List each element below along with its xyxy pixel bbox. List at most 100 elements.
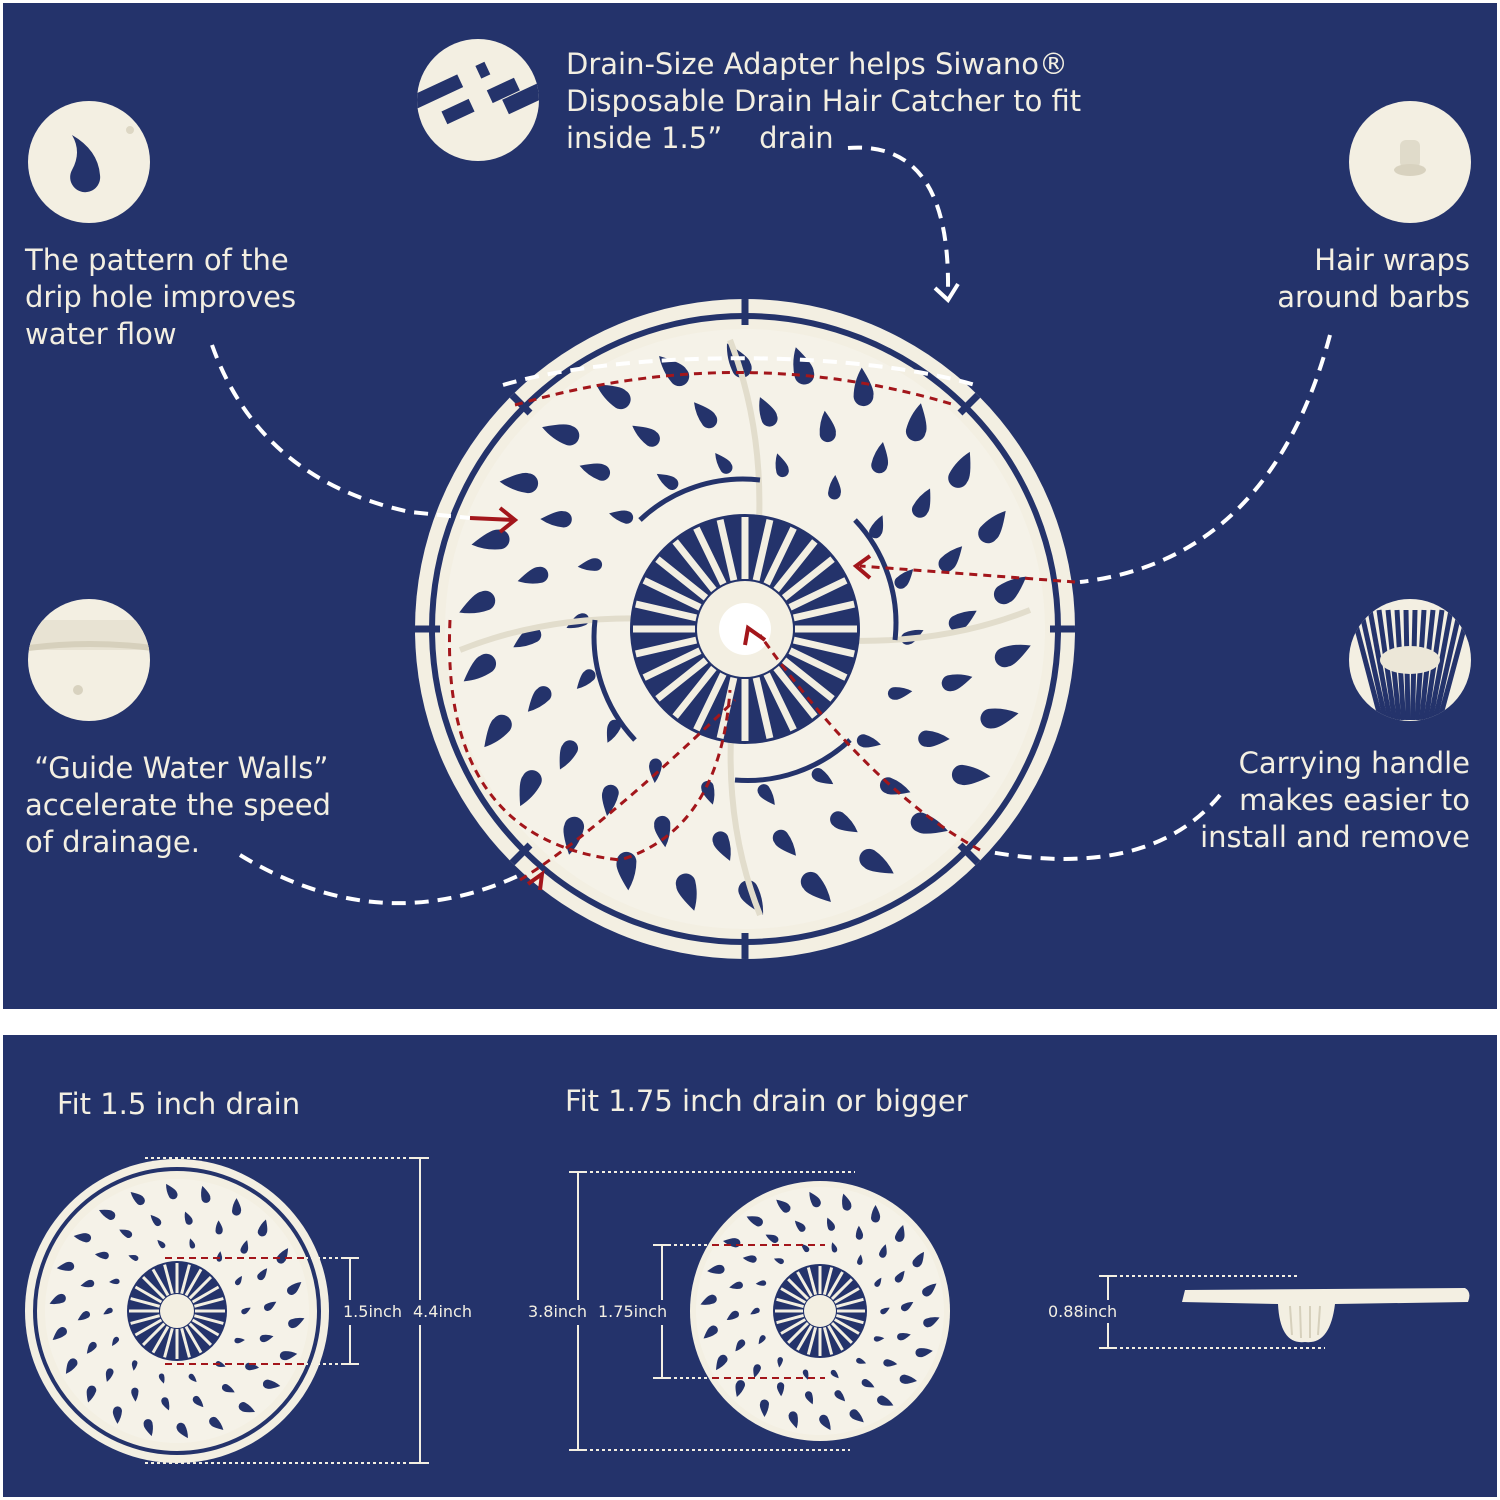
drip-hole: [811, 767, 834, 785]
drip-hole: [775, 453, 789, 478]
slot: [818, 1328, 822, 1356]
barb-icon: [1349, 101, 1471, 223]
drip-hole: [499, 472, 539, 494]
drip-hole: [918, 730, 950, 748]
drip-hole: [819, 410, 836, 443]
drip-hole: [831, 1242, 838, 1253]
profile-view: [1182, 1288, 1470, 1343]
drip-hole: [105, 1368, 114, 1382]
drip-hole: [897, 1333, 911, 1341]
drip-hole: [559, 740, 578, 770]
slot: [642, 577, 702, 611]
drip-hole: [234, 1337, 245, 1344]
drip-hole: [765, 1234, 779, 1244]
barbs-callout: Hair wraps around barbs: [1277, 242, 1470, 316]
drip-hole: [161, 1397, 170, 1411]
drip-hole: [540, 510, 572, 528]
drip-hole: [65, 1358, 78, 1374]
slot: [781, 657, 835, 702]
drip-hole: [77, 1311, 90, 1321]
drip-hole: [80, 1279, 95, 1288]
slot: [830, 1321, 853, 1344]
drip-hole: [880, 1307, 890, 1315]
slot: [830, 1278, 853, 1301]
drip-hole: [131, 1360, 138, 1371]
drip-hole: [834, 1390, 846, 1402]
drip-hole: [576, 669, 596, 689]
drip-hole: [221, 1383, 235, 1393]
slot: [795, 625, 857, 633]
drip-hole: [735, 1380, 746, 1398]
slot: [818, 1266, 822, 1294]
drip-hole: [830, 811, 858, 833]
drip-hole: [130, 1192, 145, 1206]
drip-hole: [166, 1183, 178, 1200]
drip-hole: [776, 1382, 785, 1397]
adapter-connector: [847, 145, 951, 291]
drip-hole: [735, 1339, 746, 1352]
adapter-callout-line1: Drain-Size Adapter helps Siwano®: [566, 47, 1069, 81]
drip-hole: [215, 1361, 226, 1367]
slot: [781, 556, 835, 601]
slot: [776, 1297, 804, 1309]
slot: [836, 1297, 864, 1309]
drip-hole: [856, 734, 881, 748]
barbs-connector: [1079, 334, 1332, 584]
drip-hole: [215, 1220, 223, 1235]
drip-hole: [980, 708, 1019, 729]
drip-hole: [632, 425, 660, 447]
drip-hole: [948, 610, 977, 632]
drip-hole: [245, 1362, 260, 1371]
drip-hole: [262, 1379, 281, 1389]
drip-hole: [870, 1205, 881, 1223]
drip-hole: [192, 1395, 204, 1408]
drip-hole: [188, 1373, 197, 1383]
slot: [184, 1268, 203, 1297]
small-inner-dimension: 1.5inch: [343, 1302, 402, 1321]
slot: [693, 526, 727, 586]
drip-hole: [859, 848, 894, 874]
slot: [655, 556, 709, 601]
drip-hole: [176, 1422, 188, 1439]
drip-hole: [257, 1219, 268, 1237]
red-flow-paths: [447, 371, 1076, 882]
drip-hole: [901, 1302, 914, 1312]
basket-slot: [1367, 609, 1393, 721]
drip-hole: [238, 1402, 255, 1413]
drip-hole-callout: The pattern of the drip hole improves wa…: [25, 242, 296, 353]
slot: [180, 1264, 191, 1295]
slot: [763, 672, 797, 732]
slot: [837, 1309, 865, 1313]
white-connectors: [210, 145, 1332, 906]
drip-hole: [527, 686, 552, 712]
drip-hole: [707, 1264, 725, 1274]
drip-hole: [49, 1293, 66, 1305]
slot: [787, 1278, 810, 1301]
slot: [191, 1285, 220, 1304]
drip-hole: [857, 1254, 863, 1265]
slot: [163, 1264, 174, 1295]
drip-hole: [276, 1248, 289, 1264]
drip-hole: [609, 510, 634, 524]
drip-hole: [951, 764, 991, 786]
drip-hole: [471, 529, 510, 550]
large-size-title: Fit 1.75 inch drain or bigger: [565, 1084, 968, 1118]
slot: [836, 1313, 864, 1325]
adapter-callout-line2: Disposable Drain Hair Catcher to fit: [566, 84, 1082, 118]
drip-hole: [201, 1185, 211, 1203]
slot: [792, 600, 855, 622]
drip-hole: [855, 1225, 864, 1240]
drip-hole: [209, 1416, 224, 1430]
adapter-callout-line3: inside 1.5” drain: [566, 121, 834, 155]
drip-hole: [873, 1336, 885, 1342]
drip-hole: [264, 1301, 277, 1311]
slot: [193, 1314, 224, 1325]
slot: [833, 1318, 860, 1335]
slot: [188, 1322, 213, 1347]
basket-handle-icon: [1349, 599, 1471, 721]
inner-arcs: [591, 476, 899, 783]
drip-hole: [86, 1385, 97, 1403]
drip-holes: [459, 343, 1031, 915]
drip-hole: [286, 1282, 302, 1295]
